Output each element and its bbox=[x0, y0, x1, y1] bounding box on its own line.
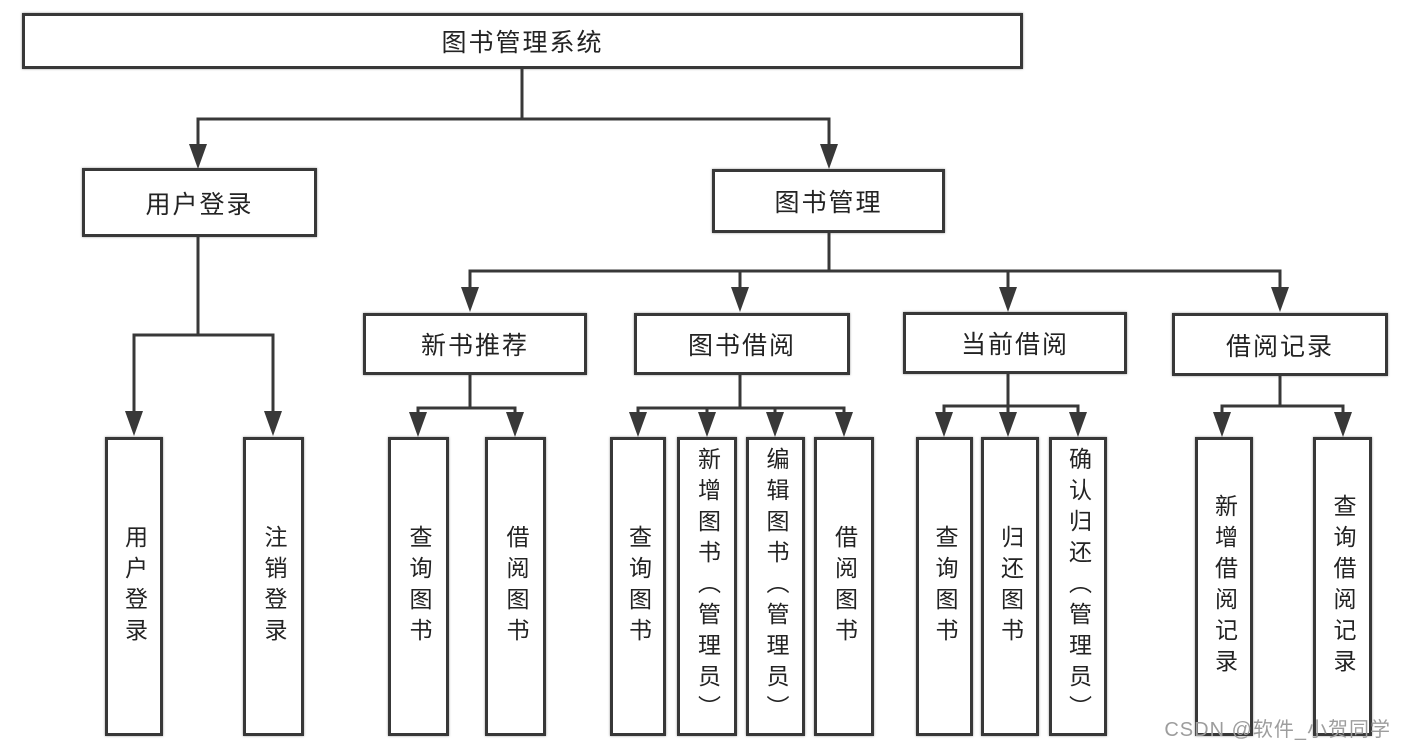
leaf-borrow-books-recommend-label: 借阅图书 bbox=[503, 524, 529, 649]
leaf-edit-books-admin-label: 编辑图书（管理员） bbox=[763, 447, 789, 726]
node-user-login: 用户登录 bbox=[82, 168, 317, 237]
leaf-logout-label: 注销登录 bbox=[261, 524, 287, 649]
leaf-query-books-current-label: 查询图书 bbox=[932, 524, 958, 649]
leaf-add-borrow-record-label: 新增借阅记录 bbox=[1211, 493, 1238, 680]
leaf-borrow-books-recommend: 借阅图书 bbox=[485, 437, 546, 736]
node-user-login-label: 用户登录 bbox=[145, 190, 254, 219]
leaf-confirm-return-admin-label: 确认归还（管理员） bbox=[1065, 447, 1092, 726]
leaf-add-books-admin-label: 新增图书（管理员） bbox=[694, 447, 721, 726]
leaf-return-books: 归还图书 bbox=[981, 437, 1039, 736]
leaf-query-borrow-record-label: 查询借阅记录 bbox=[1330, 493, 1356, 680]
node-new-book-recommend: 新书推荐 bbox=[363, 313, 587, 375]
node-new-book-recommend-label: 新书推荐 bbox=[420, 332, 529, 360]
leaf-return-books-label: 归还图书 bbox=[997, 524, 1024, 649]
node-book-borrowing: 图书借阅 bbox=[634, 313, 850, 375]
leaf-query-books-recommend: 查询图书 bbox=[388, 437, 449, 736]
arrowheads bbox=[125, 144, 1352, 437]
node-book-management-label: 图书管理 bbox=[774, 189, 883, 217]
leaf-borrow-books: 借阅图书 bbox=[814, 437, 874, 736]
leaf-logout: 注销登录 bbox=[243, 437, 304, 736]
leaf-edit-books-admin: 编辑图书（管理员） bbox=[746, 437, 805, 736]
node-book-borrowing-label: 图书借阅 bbox=[687, 332, 796, 360]
node-book-management: 图书管理 bbox=[712, 169, 945, 233]
leaf-user-login: 用户登录 bbox=[105, 437, 163, 736]
csdn-watermark: CSDN @软件_小贺同学 bbox=[1164, 719, 1391, 741]
leaf-query-books-recommend-label: 查询图书 bbox=[406, 524, 432, 649]
leaf-query-borrow-record: 查询借阅记录 bbox=[1313, 437, 1372, 736]
leaf-query-books-current: 查询图书 bbox=[916, 437, 973, 736]
node-borrowing-records: 借阅记录 bbox=[1172, 313, 1388, 376]
leaf-query-books-borrowing-label: 查询图书 bbox=[625, 524, 652, 649]
leaf-add-borrow-record: 新增借阅记录 bbox=[1195, 437, 1253, 736]
leaf-user-login-label: 用户登录 bbox=[121, 524, 148, 649]
node-root: 图书管理系统 bbox=[22, 13, 1023, 69]
node-borrowing-records-label: 借阅记录 bbox=[1225, 332, 1334, 361]
node-root-label: 图书管理系统 bbox=[441, 29, 604, 57]
node-current-borrowing-label: 当前借阅 bbox=[960, 331, 1069, 359]
leaf-query-books-borrowing: 查询图书 bbox=[610, 437, 666, 736]
leaf-add-books-admin: 新增图书（管理员） bbox=[677, 437, 737, 736]
node-current-borrowing: 当前借阅 bbox=[903, 312, 1127, 374]
leaf-borrow-books-label: 借阅图书 bbox=[831, 524, 858, 649]
leaf-confirm-return-admin: 确认归还（管理员） bbox=[1049, 437, 1107, 736]
